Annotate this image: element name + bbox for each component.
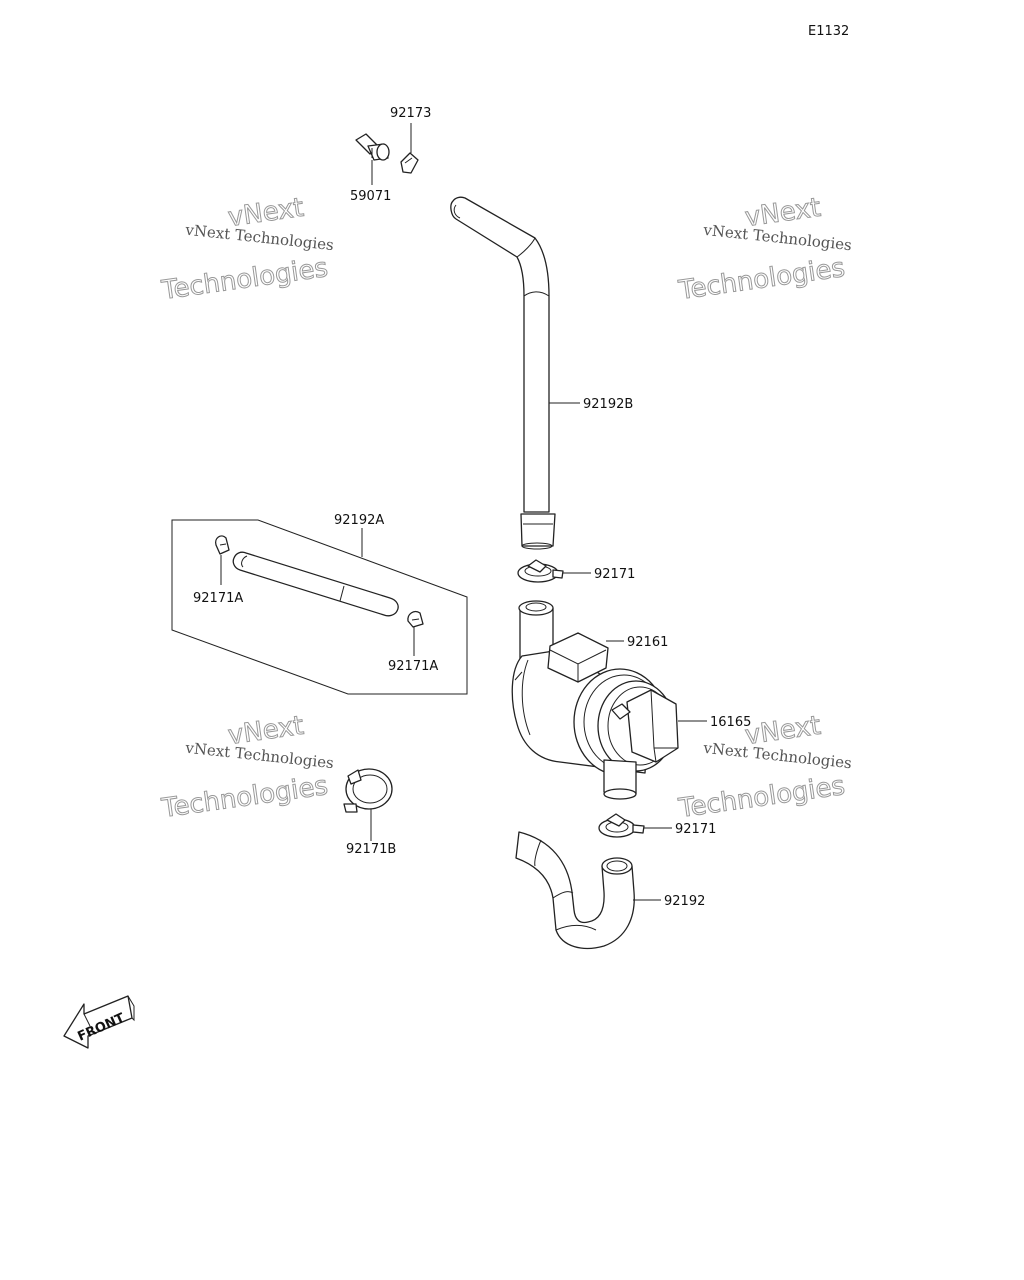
front-arrow-icon: FRONT	[63, 995, 135, 1049]
watermark-word-bottom: Technologies	[159, 771, 330, 824]
part-label-92192A[interactable]: 92192A	[334, 513, 384, 528]
part-92171-lower-clamp[interactable]	[598, 813, 645, 838]
part-label-16165[interactable]: 16165	[710, 715, 751, 730]
part-label-92192[interactable]: 92192	[664, 894, 705, 909]
part-label-92171-lower[interactable]: 92171	[675, 822, 716, 837]
part-92192B-hose[interactable]	[450, 196, 556, 550]
part-92171A-left-clip[interactable]	[215, 535, 230, 555]
part-59071-sensor[interactable]	[355, 133, 390, 161]
part-92173-clip[interactable]	[400, 152, 419, 174]
part-label-59071[interactable]: 59071	[350, 189, 391, 204]
kit-box-92192A	[171, 519, 468, 695]
watermark-top-right: vNext vNext Technologies Technologies	[676, 192, 853, 306]
part-92192A-tube[interactable]	[232, 551, 399, 617]
watermark-word-bottom: Technologies	[676, 771, 847, 824]
part-92171A-right-clip[interactable]	[407, 610, 424, 628]
part-label-92171B[interactable]: 92171B	[346, 842, 396, 857]
watermark-top-left: vNext vNext Technologies Technologies	[159, 192, 335, 306]
watermark-word-bottom: Technologies	[676, 253, 847, 306]
part-92171-upper-clamp[interactable]	[517, 559, 564, 583]
part-label-92171A-left[interactable]: 92171A	[193, 591, 243, 606]
watermark-bottom-right: vNext vNext Technologies Technologies	[676, 710, 853, 824]
diagram-code: E1132	[808, 24, 849, 39]
part-label-92173[interactable]: 92173	[390, 106, 431, 121]
watermark-word-bottom: Technologies	[159, 253, 330, 306]
part-16165-air-filter[interactable]	[511, 600, 679, 800]
part-label-92192B[interactable]: 92192B	[583, 397, 633, 412]
part-92192-hose[interactable]	[515, 831, 635, 950]
part-92171B-clamp[interactable]	[343, 768, 393, 813]
part-label-92171A-right[interactable]: 92171A	[388, 659, 438, 674]
part-92161-label-plate[interactable]	[547, 632, 609, 683]
watermark-bottom-left: vNext vNext Technologies Technologies	[159, 710, 335, 824]
part-label-92171-upper[interactable]: 92171	[594, 567, 635, 582]
part-label-92161[interactable]: 92161	[627, 635, 668, 650]
